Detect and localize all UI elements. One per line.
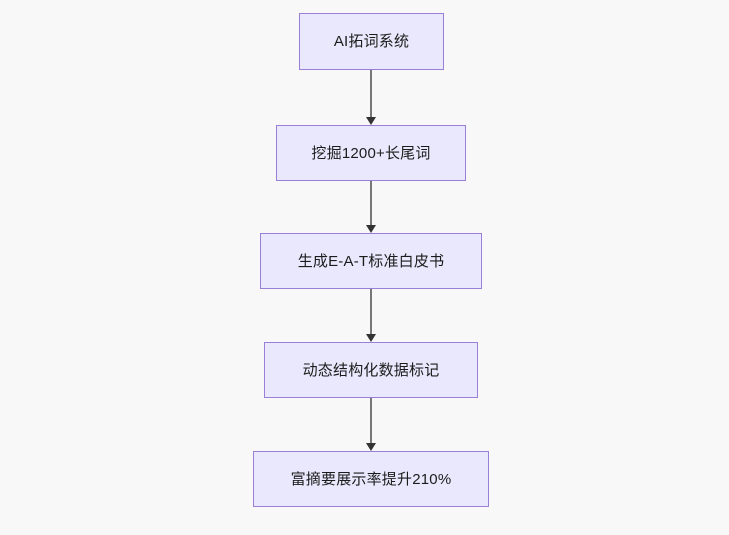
flow-node-dynamic-structured-data-markup[interactable]: 动态结构化数据标记 bbox=[264, 342, 478, 398]
arrow-head-icon bbox=[366, 117, 377, 125]
flow-edge-line bbox=[370, 70, 373, 119]
flow-edge-3 bbox=[366, 289, 377, 342]
flow-node-label: 动态结构化数据标记 bbox=[302, 361, 440, 379]
flow-node-label: 生成E-A-T标准白皮书 bbox=[297, 252, 445, 270]
flow-edge-line bbox=[370, 398, 373, 445]
flow-node-generate-eat-whitepaper[interactable]: 生成E-A-T标准白皮书 bbox=[260, 233, 482, 289]
arrow-head-icon bbox=[366, 225, 377, 233]
flow-node-label: AI拓词系统 bbox=[333, 33, 410, 50]
flow-edge-2 bbox=[366, 181, 377, 233]
flow-node-label: 富摘要展示率提升210% bbox=[290, 470, 452, 488]
arrow-head-icon bbox=[366, 443, 377, 451]
flow-edge-line bbox=[370, 181, 373, 227]
arrow-head-icon bbox=[366, 334, 377, 342]
flow-node-rich-snippet-impression-lift[interactable]: 富摘要展示率提升210% bbox=[253, 451, 489, 507]
flow-node-ai-keyword-system[interactable]: AI拓词系统 bbox=[299, 13, 444, 70]
flow-node-mine-longtail-keywords[interactable]: 挖掘1200+长尾词 bbox=[276, 125, 466, 181]
flow-edge-line bbox=[370, 289, 373, 336]
flow-node-label: 挖掘1200+长尾词 bbox=[311, 144, 431, 162]
flow-edge-4 bbox=[366, 398, 377, 451]
flow-edge-1 bbox=[366, 70, 377, 125]
